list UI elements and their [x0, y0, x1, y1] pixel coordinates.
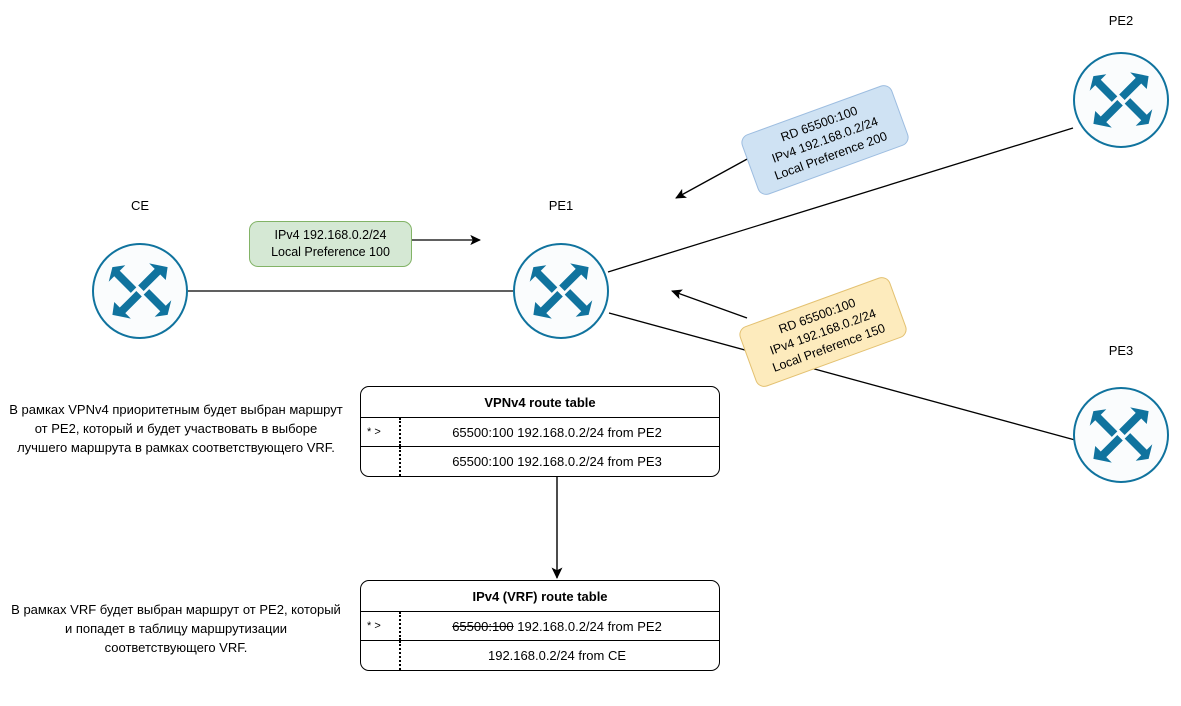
row-divider — [399, 418, 401, 446]
row-divider — [399, 612, 401, 640]
note-vrf: В рамках VRF будет выбран маршрут от PE2… — [11, 602, 341, 655]
route-text: 65500:100 192.168.0.2/24 from PE2 — [452, 425, 662, 440]
note-vpnv4: В рамках VPNv4 приоритетным будет выбран… — [9, 402, 343, 455]
best-path-flag: * > — [367, 426, 381, 438]
vpnv4-table-title: VPNv4 route table — [361, 387, 719, 418]
node-ce[interactable] — [92, 243, 188, 339]
message-label-ce-to-pe1[interactable]: IPv4 192.168.0.2/24 Local Preference 100 — [249, 221, 412, 267]
node-label-ce: CE — [130, 198, 150, 213]
table-row[interactable]: 65500:100 192.168.0.2/24 from PE3 — [361, 447, 719, 476]
node-pe1[interactable] — [513, 243, 609, 339]
table-row[interactable]: * > 65500:100 192.168.0.2/24 from PE2 — [361, 418, 719, 447]
stripped-rd: 65500:100 — [452, 619, 514, 634]
vpnv4-route-table[interactable]: VPNv4 route table * > 65500:100 192.168.… — [360, 386, 720, 477]
vrf-table-title: IPv4 (VRF) route table — [361, 581, 719, 612]
row-divider — [399, 641, 401, 670]
node-pe3[interactable] — [1073, 387, 1169, 483]
table-row[interactable]: * > 65500:100 192.168.0.2/24 from PE2 — [361, 612, 719, 641]
message-line: Local Preference 100 — [271, 245, 390, 259]
best-path-flag: * > — [367, 620, 381, 632]
vrf-route-table[interactable]: IPv4 (VRF) route table * > 65500:100 192… — [360, 580, 720, 671]
table-row[interactable]: 192.168.0.2/24 from CE — [361, 641, 719, 670]
router-icon — [1089, 72, 1153, 128]
message-line: IPv4 192.168.0.2/24 — [274, 228, 387, 242]
router-icon — [1089, 407, 1153, 463]
route-text: 65500:100 192.168.0.2/24 from PE3 — [452, 454, 662, 469]
message-label-pe2-to-pe1[interactable]: RD 65500:100 IPv4 192.168.0.2/24 Local P… — [738, 82, 912, 198]
row-divider — [399, 447, 401, 476]
edge-advert-pe3 — [671, 289, 748, 319]
route-text: 65500:100 192.168.0.2/24 from PE2 — [361, 612, 719, 641]
router-icon — [108, 263, 172, 319]
message-label-pe3-to-pe1[interactable]: RD 65500:100 IPv4 192.168.0.2/24 Local P… — [736, 274, 910, 390]
node-pe2[interactable] — [1073, 52, 1169, 148]
node-label-pe3: PE3 — [1108, 343, 1134, 358]
router-icon — [529, 263, 593, 319]
node-label-pe1: PE1 — [548, 198, 574, 213]
route-prefix: 192.168.0.2/24 from PE2 — [513, 619, 662, 634]
node-label-pe2: PE2 — [1108, 13, 1134, 28]
route-text: 192.168.0.2/24 from CE — [487, 648, 627, 663]
